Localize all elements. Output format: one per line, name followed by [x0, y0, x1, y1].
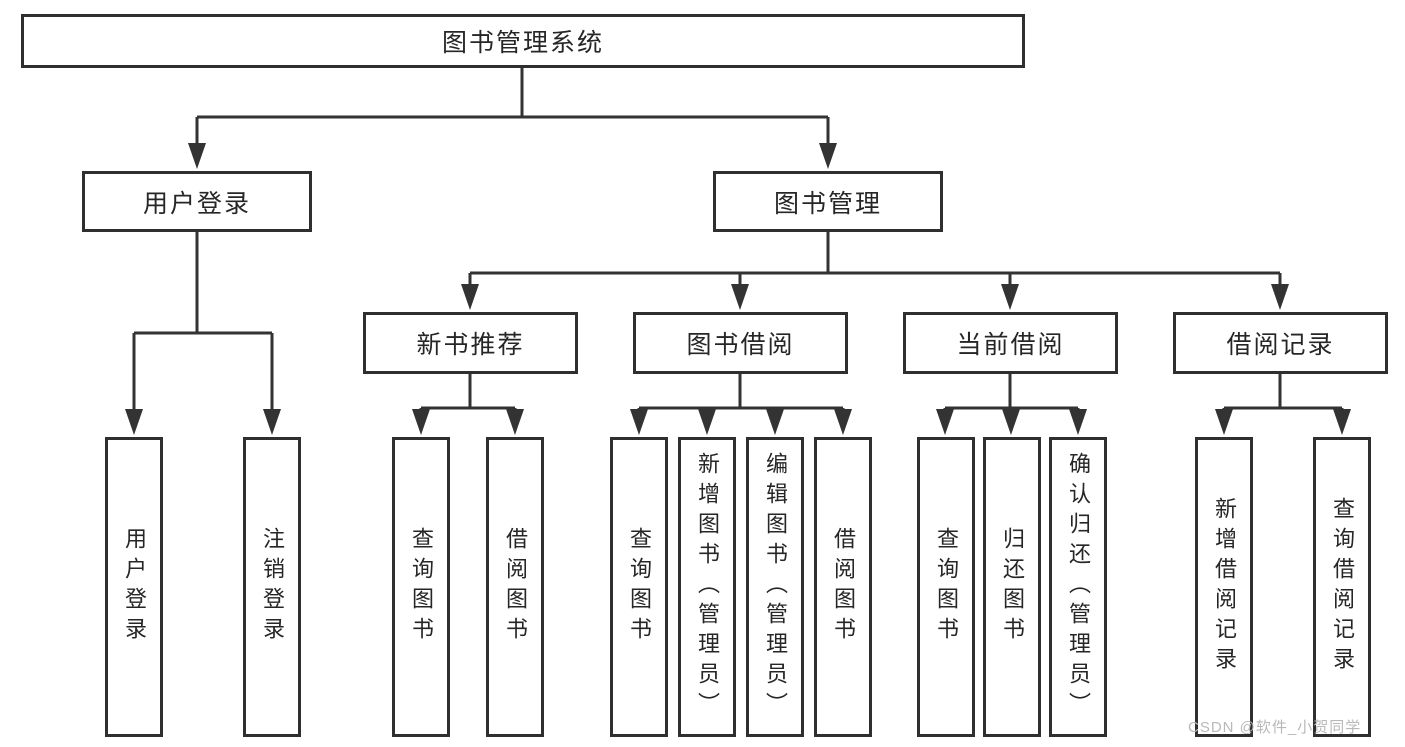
node-root: 图书管理系统 — [21, 14, 1025, 68]
node-borrow-records: 借阅记录 — [1173, 312, 1388, 374]
leaf-confirm-return-admin: 确认归还（管理员） — [1049, 437, 1107, 737]
node-current-borrow: 当前借阅 — [903, 312, 1118, 374]
node-user-login: 用户登录 — [82, 171, 312, 232]
leaf-query-books-current: 查询图书 — [917, 437, 975, 737]
node-book-borrow: 图书借阅 — [633, 312, 848, 374]
node-book-management: 图书管理 — [713, 171, 943, 232]
leaf-query-books-borrow: 查询图书 — [610, 437, 668, 737]
node-new-book-recommend: 新书推荐 — [363, 312, 578, 374]
leaf-add-book-admin: 新增图书（管理员） — [678, 437, 736, 737]
leaf-edit-book-admin: 编辑图书（管理员） — [746, 437, 804, 737]
watermark: CSDN @软件_小贺同学 — [1188, 719, 1362, 736]
leaf-add-borrow-record: 新增借阅记录 — [1195, 437, 1253, 737]
leaf-borrow-books-recommend: 借阅图书 — [486, 437, 544, 737]
arrowheads — [125, 143, 1351, 435]
leaf-return-book: 归还图书 — [983, 437, 1041, 737]
leaf-query-borrow-record: 查询借阅记录 — [1313, 437, 1371, 737]
leaf-user-login: 用户登录 — [105, 437, 163, 737]
leaf-borrow-books: 借阅图书 — [814, 437, 872, 737]
leaf-logout: 注销登录 — [243, 437, 301, 737]
leaf-query-books-recommend: 查询图书 — [392, 437, 450, 737]
